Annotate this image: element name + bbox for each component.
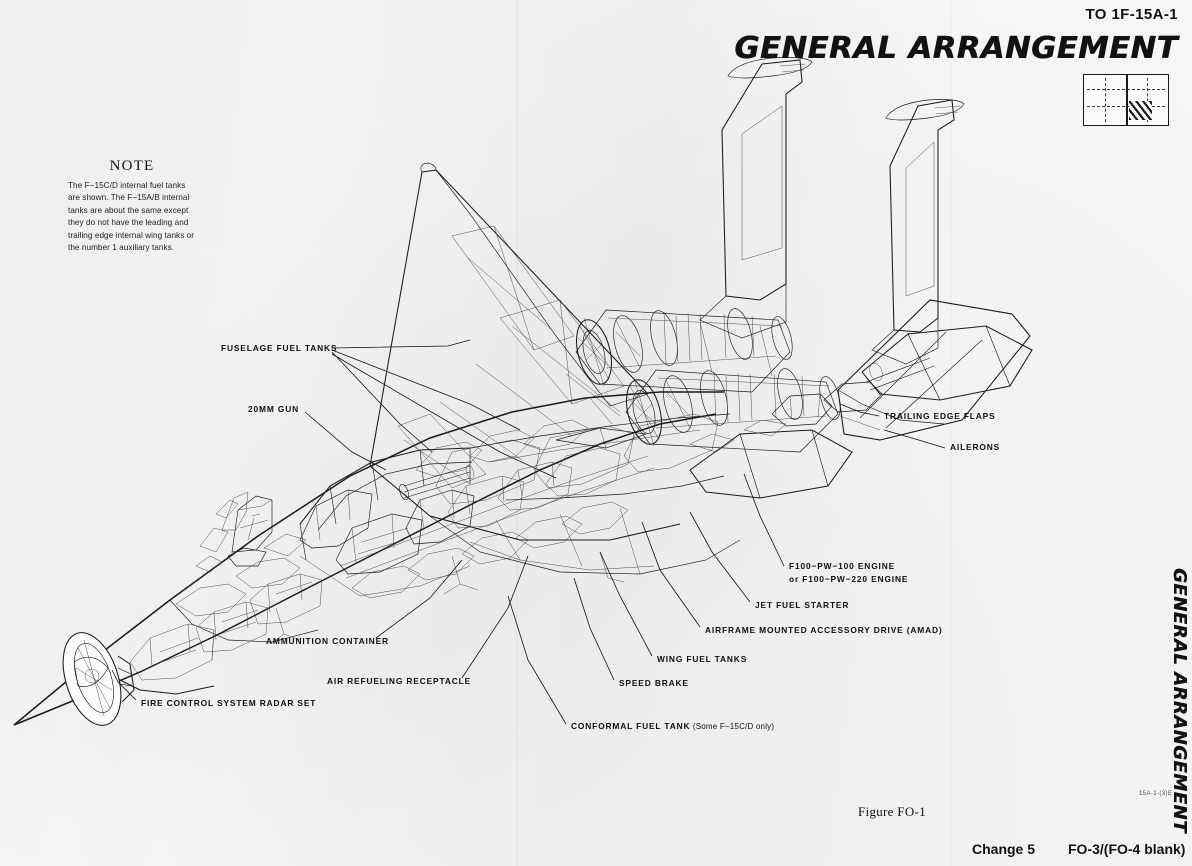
- callout-speed-brake: SPEED BRAKE: [619, 678, 689, 688]
- page-fold-crease-2: [950, 0, 952, 866]
- callout-ammunition-container: AMMUNITION CONTAINER: [266, 636, 389, 646]
- callout-engine: F100−PW−100 ENGINE or F100−PW−220 ENGINE: [789, 560, 908, 586]
- change-label: Change 5: [972, 841, 1036, 857]
- callout-leader-lines: [111, 339, 946, 725]
- mid-fuselage-equipment: [300, 420, 654, 598]
- fuselage-fuel-tanks-phantom: [436, 414, 718, 504]
- to-number: TO 1F-15A-1: [1085, 6, 1178, 23]
- callout-wing-fuel-tanks: WING FUEL TANKS: [657, 654, 748, 664]
- note-title: NOTE: [109, 158, 155, 174]
- ammunition-container-and-gun: [336, 464, 475, 574]
- figure-caption: Figure FO-1: [858, 804, 926, 819]
- cockpit-internals: [196, 490, 372, 572]
- page-grid-index: [1083, 74, 1169, 126]
- callout-jet-fuel-starter: JET FUEL STARTER: [755, 600, 850, 610]
- engines-group: [566, 306, 880, 452]
- note-body: The F−15C/D internal fuel tanks are show…: [68, 181, 195, 253]
- grid-index-center-divider: [1126, 75, 1128, 125]
- page-number-label: FO-3/(FO-4 blank): [1068, 841, 1186, 857]
- callout-engine-line2: or F100−PW−220 ENGINE: [789, 574, 909, 585]
- landing-gear-and-misc: [270, 552, 624, 644]
- grid-index-dash-v1: [1105, 78, 1106, 122]
- grid-index-dash-v2: [1147, 78, 1148, 122]
- callout-air-refueling-receptacle: AIR REFUELING RECEPTACLE: [327, 676, 472, 686]
- note-block: NOTE The F−15C/D internal fuel tanks are…: [68, 158, 196, 255]
- engine-right-f100: [570, 306, 796, 392]
- grid-index-dash-h1: [1087, 89, 1165, 90]
- drawing-number: 15A-1-(3)E: [1139, 791, 1173, 797]
- callout-fuselage-fuel-tanks: FUSELAGE FUEL TANKS: [221, 343, 338, 353]
- side-margin-title: GENERAL ARRANGEMENT: [1169, 568, 1190, 833]
- page-fold-crease: [516, 0, 518, 866]
- radar-radome-group: [52, 625, 134, 732]
- forward-avionics-bays: [130, 558, 322, 680]
- callout-ailerons: AILERONS: [950, 442, 1001, 452]
- grid-index-highlighted-cell: [1129, 101, 1152, 120]
- vertical-stabilizers: [700, 58, 964, 365]
- engine-left-f100: [620, 366, 844, 452]
- callout-engine-line1: F100−PW−100 ENGINE: [789, 561, 896, 571]
- callout-conformal-fuel-tank-sub: (Some F−15C/D only): [690, 722, 775, 731]
- callout-20mm-gun: 20MM GUN: [248, 404, 300, 414]
- conformal-fuel-tank-and-underside: [430, 428, 740, 574]
- page-title: GENERAL ARRANGEMENT: [734, 31, 1178, 66]
- callout-fire-control-system-radar-set: FIRE CONTROL SYSTEM RADAR SET: [141, 698, 317, 708]
- callout-trailing-edge-flaps: TRAILING EDGE FLAPS: [884, 411, 996, 421]
- callout-conformal-fuel-tank-label: CONFORMAL FUEL TANK: [571, 721, 691, 731]
- callout-amad: AIRFRAME MOUNTED ACCESSORY DRIVE (AMAD): [705, 625, 943, 635]
- callout-conformal-fuel-tank: CONFORMAL FUEL TANK (Some F−15C/D only): [571, 721, 774, 731]
- grid-index-dash-h2: [1087, 106, 1165, 107]
- amad-jfs-accessories: [690, 358, 934, 452]
- left-wing: [370, 163, 680, 540]
